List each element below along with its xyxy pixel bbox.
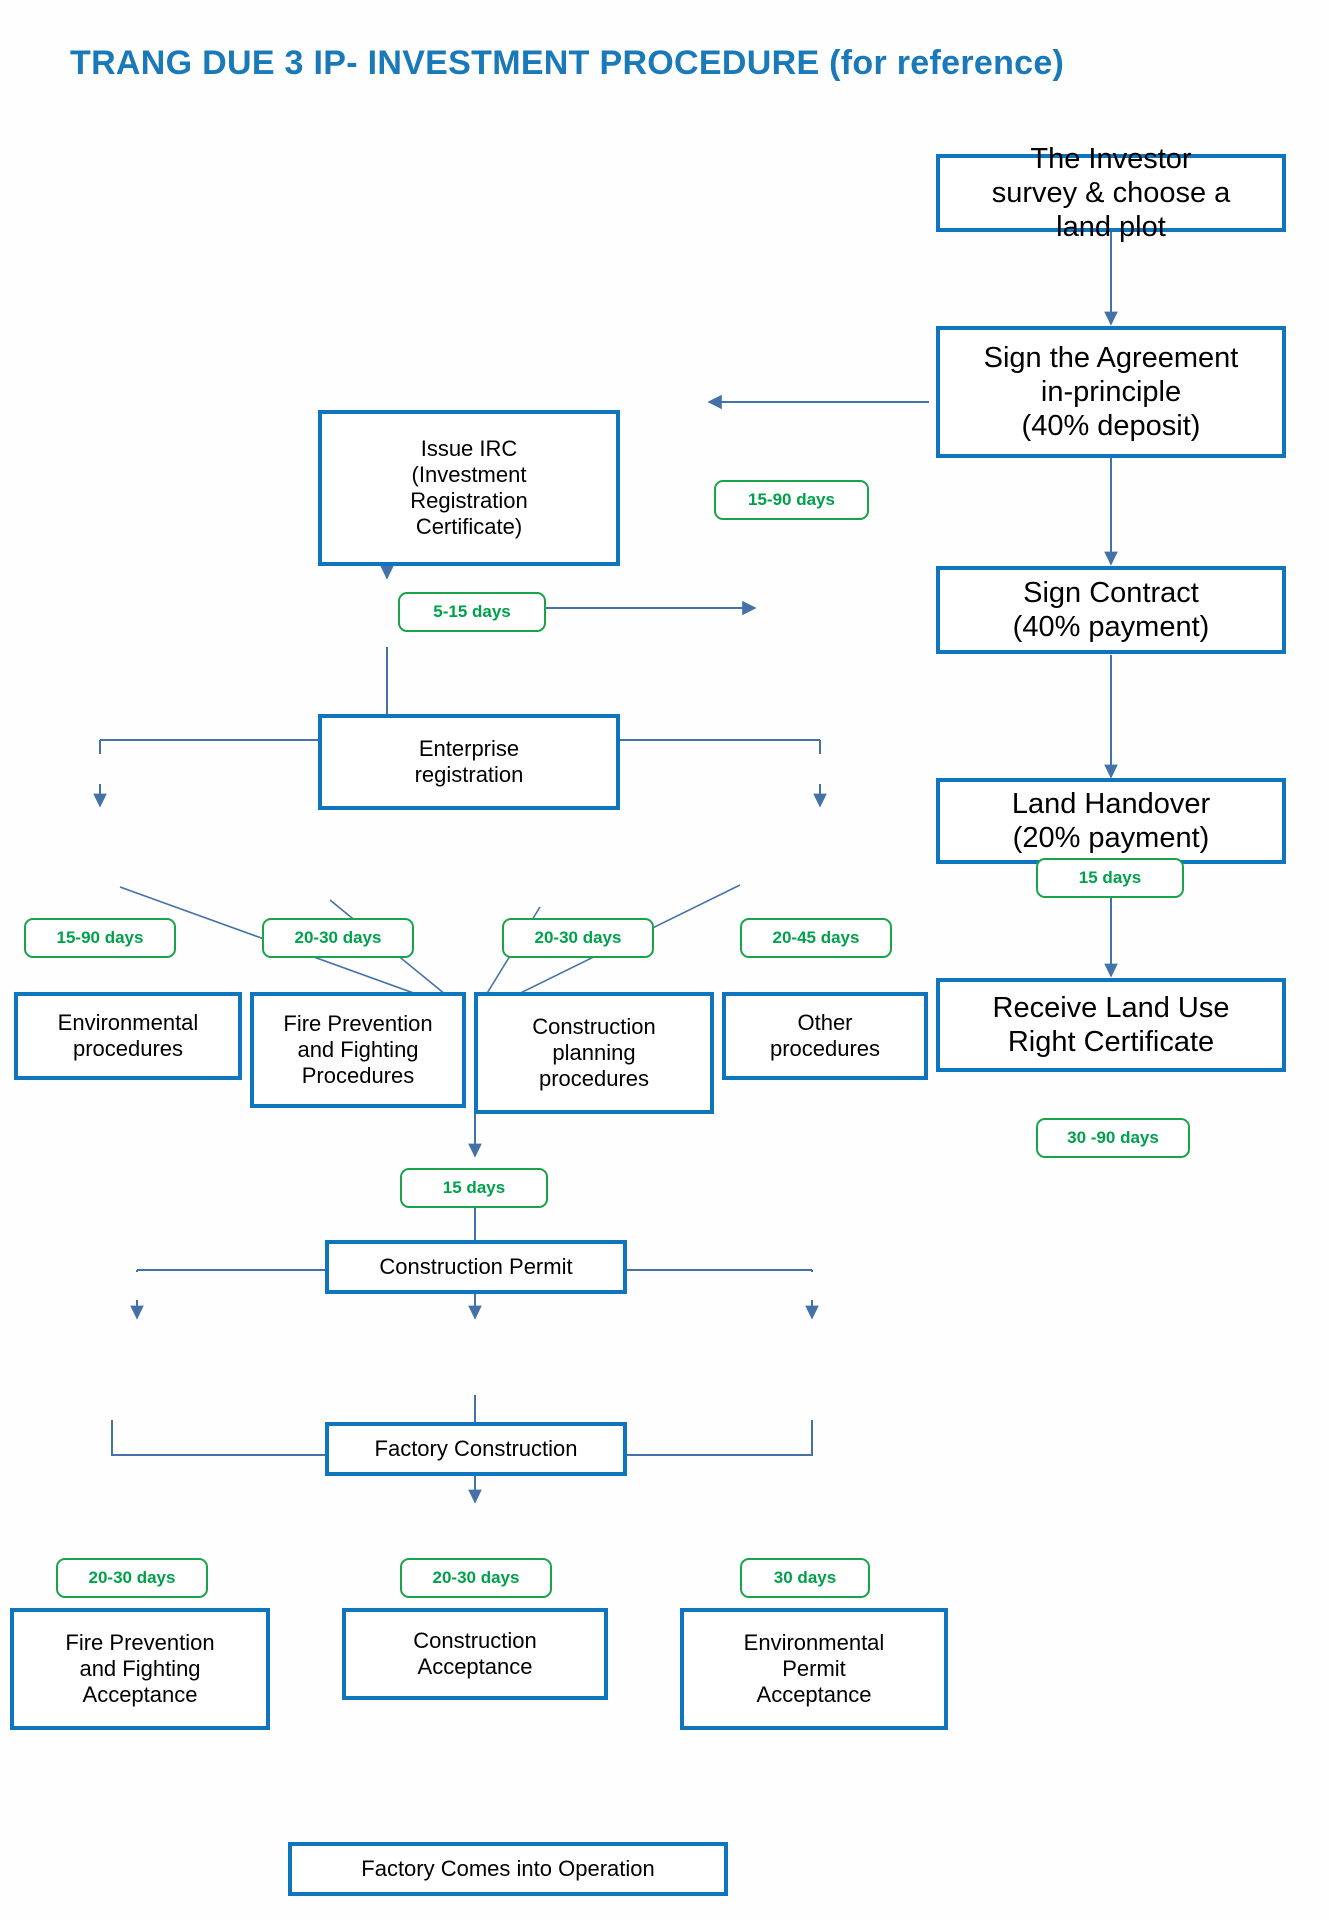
node-construction-plan-line1: Construction: [532, 1014, 656, 1040]
node-factory-construction-line1: Factory Construction: [374, 1436, 578, 1462]
node-sign-contract[interactable]: Sign Contract (40% payment): [936, 566, 1286, 654]
node-issue-irc-line4: Certificate): [415, 513, 523, 539]
day-label-receive-lurc: 30 -90 days: [1036, 1118, 1190, 1158]
node-construction-acceptance[interactable]: Construction Acceptance: [342, 1608, 608, 1700]
day-label-construction-permit: 15 days: [400, 1168, 548, 1208]
node-enterprise-reg-line2: registration: [414, 762, 524, 787]
node-other-proc-line2: procedures: [769, 1036, 881, 1061]
node-construction-accept-line2: Acceptance: [417, 1654, 533, 1679]
node-investor-survey-line3: land plot: [1056, 211, 1166, 244]
node-other-proc-line1: Other: [797, 1010, 853, 1036]
day-label-environmental-procedures: 15-90 days: [24, 918, 176, 958]
node-issue-irc[interactable]: Issue IRC (Investment Registration Certi…: [318, 410, 620, 566]
node-env-permit-accept-line3: Acceptance: [756, 1681, 872, 1707]
node-other-procedures[interactable]: Other procedures: [722, 992, 928, 1080]
node-sign-contract-line1: Sign Contract: [1023, 576, 1199, 609]
node-fire-proc-line3: Procedures: [301, 1062, 415, 1088]
node-land-handover-line2: (20% payment): [1012, 822, 1210, 854]
node-env-permit-accept-line2: Permit: [782, 1656, 846, 1682]
node-receive-lurc-line2: Right Certificate: [1007, 1026, 1215, 1058]
node-construction-permit-line1: Construction Permit: [379, 1254, 573, 1280]
node-environmental-permit-acceptance[interactable]: Environmental Permit Acceptance: [680, 1608, 948, 1730]
day-label-irc-from-agreement: 15-90 days: [714, 480, 869, 520]
day-label-enterprise-from-irc: 5-15 days: [398, 592, 546, 632]
node-issue-irc-line2: (Investment: [411, 462, 527, 488]
node-investor-survey-line1: The Investor: [1030, 142, 1192, 175]
node-construction-planning-procedures[interactable]: Construction planning procedures: [474, 992, 714, 1114]
node-enterprise-registration[interactable]: Enterprise registration: [318, 714, 620, 810]
node-construction-plan-line2: planning: [552, 1040, 636, 1066]
day-label-other-procedures: 20-45 days: [740, 918, 892, 958]
day-label-construction-planning: 20-30 days: [502, 918, 654, 958]
node-investor-survey-line2: survey & choose a: [991, 176, 1231, 209]
node-issue-irc-line1: Issue IRC: [420, 436, 518, 462]
node-fire-acceptance-line2: and Fighting: [79, 1656, 201, 1682]
node-sign-agreement-line1: Sign the Agreement: [983, 341, 1239, 374]
node-sign-agreement-line3: (40% deposit): [1021, 410, 1201, 443]
node-fire-proc-line1: Fire Prevention: [283, 1011, 433, 1037]
node-sign-agreement[interactable]: Sign the Agreement in-principle (40% dep…: [936, 326, 1286, 458]
node-factory-comes-into-operation[interactable]: Factory Comes into Operation: [288, 1842, 728, 1896]
node-construction-plan-line3: procedures: [538, 1065, 650, 1091]
node-environmental-proc-line2: procedures: [72, 1036, 184, 1061]
node-receive-lurc-line1: Receive Land Use: [992, 991, 1230, 1024]
node-construction-permit[interactable]: Construction Permit: [325, 1240, 627, 1294]
node-investor-survey[interactable]: The Investor survey & choose a land plot: [936, 143, 1286, 243]
node-env-permit-accept-line1: Environmental: [743, 1630, 885, 1656]
node-environmental-proc-line1: Environmental: [57, 1010, 199, 1036]
node-environmental-procedures[interactable]: Environmental procedures: [14, 992, 242, 1080]
node-land-handover[interactable]: Land Handover (20% payment): [936, 778, 1286, 864]
node-receive-land-use-right-certificate[interactable]: Receive Land Use Right Certificate: [936, 978, 1286, 1072]
node-sign-agreement-line2: in-principle: [1040, 375, 1182, 408]
node-sign-contract-line2: (40% payment): [1012, 611, 1210, 643]
day-label-fire-acceptance: 20-30 days: [56, 1558, 208, 1598]
node-fire-prevention-acceptance[interactable]: Fire Prevention and Fighting Acceptance: [10, 1608, 270, 1730]
node-fire-prevention-procedures[interactable]: Fire Prevention and Fighting Procedures: [250, 992, 466, 1108]
node-issue-irc-line3: Registration: [410, 488, 528, 513]
node-factory-operation-line1: Factory Comes into Operation: [361, 1856, 655, 1882]
node-fire-acceptance-line1: Fire Prevention: [65, 1630, 215, 1656]
node-fire-acceptance-line3: Acceptance: [82, 1681, 198, 1707]
page-title: TRANG DUE 3 IP- INVESTMENT PROCEDURE (fo…: [70, 44, 1065, 82]
node-enterprise-reg-line1: Enterprise: [418, 736, 520, 762]
node-land-handover-line1: Land Handover: [1011, 787, 1211, 820]
day-label-fire-procedures: 20-30 days: [262, 918, 414, 958]
day-label-land-handover: 15 days: [1036, 858, 1184, 898]
node-factory-construction[interactable]: Factory Construction: [325, 1422, 627, 1476]
node-fire-proc-line2: and Fighting: [297, 1037, 419, 1063]
day-label-construction-acceptance: 20-30 days: [400, 1558, 552, 1598]
node-construction-accept-line1: Construction: [413, 1628, 537, 1654]
day-label-environmental-permit-acceptance: 30 days: [740, 1558, 870, 1598]
